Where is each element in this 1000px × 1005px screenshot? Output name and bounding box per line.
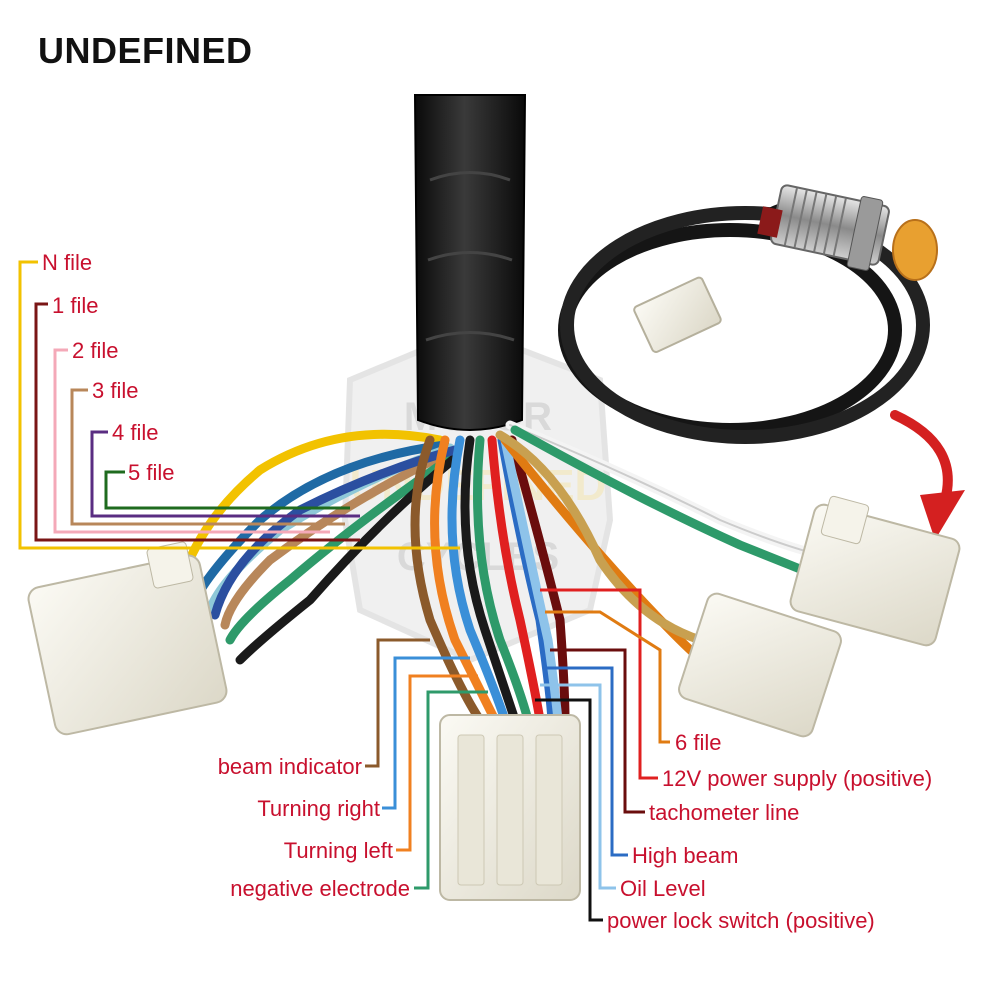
- label-5-file: 5 file: [128, 460, 174, 485]
- connector-bottom: [439, 714, 581, 901]
- brand-title: UNDEFINED: [38, 30, 253, 71]
- connector-left: [27, 541, 228, 736]
- main-cable-sleeve: [413, 94, 527, 431]
- leader-lines-left: [18, 260, 460, 550]
- label-3-file: 3 file: [92, 378, 138, 403]
- direction-arrow: [890, 410, 965, 540]
- label-4-file: 4 file: [112, 420, 158, 445]
- label-12v-power: 12V power supply (positive): [662, 766, 932, 791]
- speed-sensor: [757, 184, 938, 281]
- connector-right-upper: [789, 495, 961, 647]
- label-6-file: 6 file: [675, 730, 721, 755]
- label-tachometer: tachometer line: [649, 800, 799, 825]
- label-turning-left: Turning left: [284, 838, 393, 863]
- label-1-file: 1 file: [52, 293, 98, 318]
- sensor-plug: [633, 276, 722, 353]
- label-turning-right: Turning right: [257, 796, 380, 821]
- leader-lines-right: [535, 588, 670, 922]
- label-high-beam: High beam: [632, 843, 738, 868]
- connector-right-lower: [678, 592, 842, 738]
- label-2-file: 2 file: [72, 338, 118, 363]
- label-beam-indicator: beam indicator: [218, 754, 362, 779]
- label-oil-level: Oil Level: [620, 876, 706, 901]
- label-negative-electrode: negative electrode: [230, 876, 410, 901]
- label-power-lock: power lock switch (positive): [607, 908, 875, 933]
- label-n-file: N file: [42, 250, 92, 275]
- leader-lines-bottom-left: [365, 638, 488, 890]
- labels: N file 1 file 2 file 3 file 4 file 5 fil…: [42, 250, 932, 933]
